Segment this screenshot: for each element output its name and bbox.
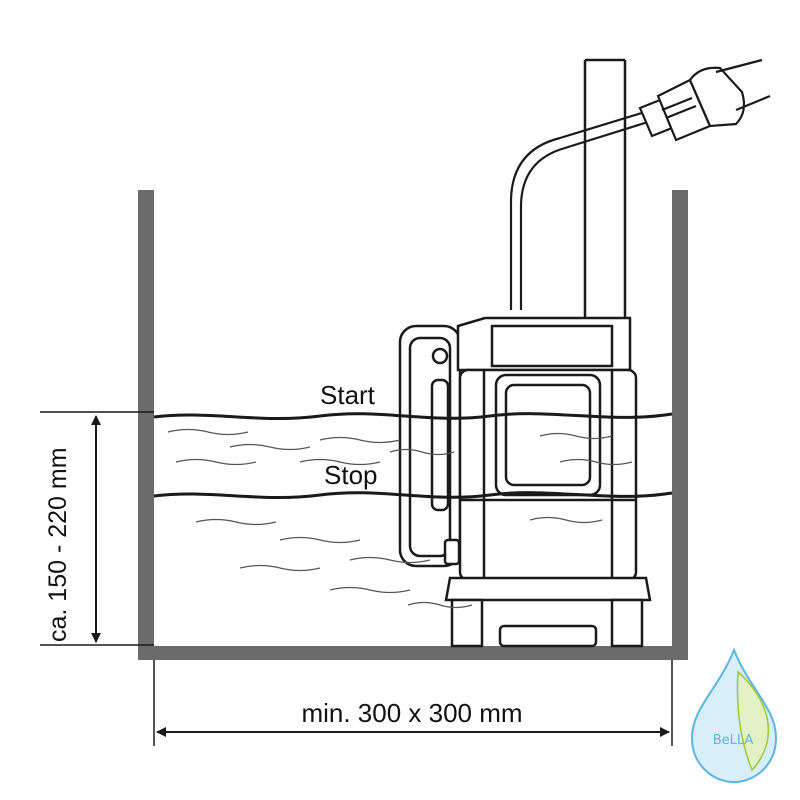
water-stop-level	[153, 491, 673, 500]
water-start-level	[40, 411, 673, 421]
sump-pit	[138, 190, 688, 660]
width-dimension	[153, 660, 673, 746]
pit-left-wall	[138, 190, 154, 660]
width-dimension-label: min. 300 x 300 mm	[301, 698, 522, 728]
bella-logo: BeLLA	[690, 647, 778, 784]
pit-floor	[138, 646, 672, 660]
submersible-pump	[398, 316, 652, 648]
discharge-pipe	[583, 58, 627, 318]
height-dimension	[40, 415, 154, 646]
stop-level-label: Stop	[324, 460, 378, 490]
leaf-icon	[736, 670, 770, 772]
pit-right-wall	[672, 190, 688, 660]
start-level-label: Start	[320, 380, 376, 410]
power-cable	[509, 110, 649, 310]
water-ripples	[167, 428, 633, 609]
height-dimension-label: ca. 150 - 220 mm	[44, 447, 72, 642]
power-plug-icon	[638, 58, 771, 142]
logo-text: BeLLA	[713, 733, 754, 748]
